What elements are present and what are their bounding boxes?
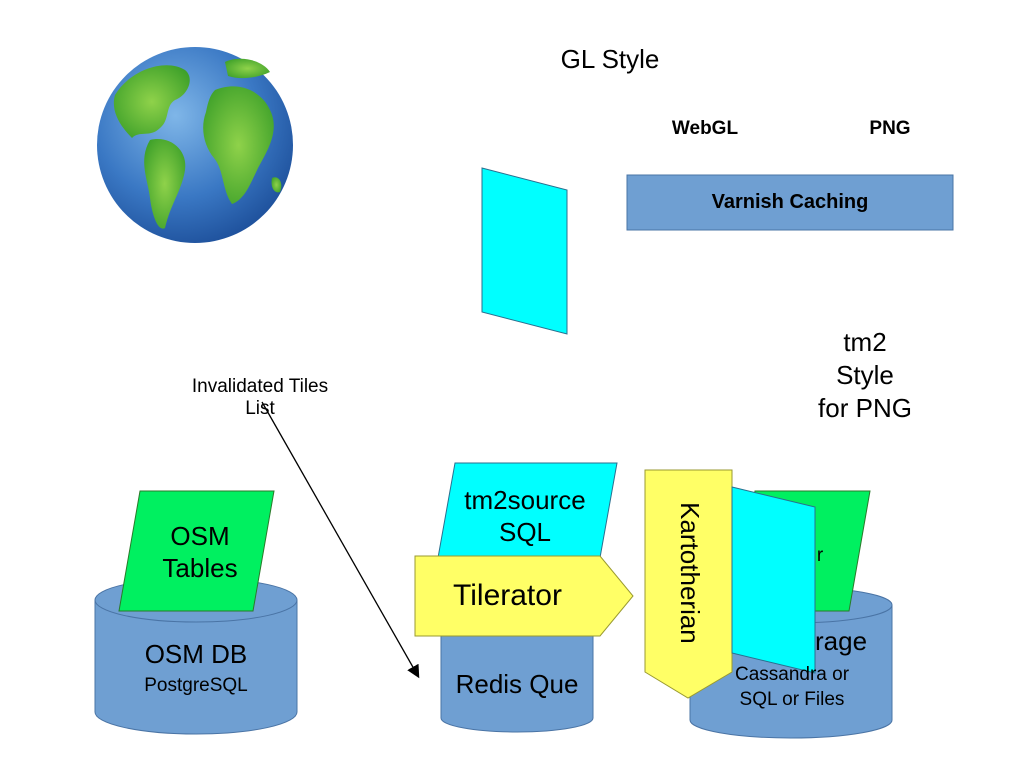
kartotherian-arrow (644, 469, 733, 699)
osm-tables-line: OSM (170, 521, 230, 551)
kartotherian-label: Kartotherian (674, 502, 705, 644)
storage-label: rage (815, 626, 868, 656)
invalidated-tiles-line: List (245, 398, 275, 419)
varnish-caching-bar (626, 174, 954, 231)
tm2source-line: SQL (498, 517, 552, 547)
storage-sub-line: Cassandra or (734, 664, 850, 685)
osm-tables-line: Tables (162, 553, 238, 583)
tm2source-label: tm2source SQL (445, 484, 605, 548)
tm2-style-line: tm2 (843, 327, 887, 357)
osm-tables-label: OSM Tables (130, 520, 270, 584)
tilerator-label: Tilerator (453, 579, 562, 612)
hidden-fragment-label: r (816, 545, 824, 566)
webgl-label: WebGL (671, 118, 739, 139)
redis-cylinder (440, 619, 594, 733)
invalidation-arrow (261, 401, 420, 679)
invalidated-tiles-line: Invalidated Tiles (191, 376, 329, 397)
tm2-style-panel (731, 486, 816, 674)
gl-style-title: GL Style (560, 44, 660, 74)
storage-sub-line: SQL or Files (739, 689, 845, 710)
storage-sub-label: Cassandra or SQL or Files (712, 662, 872, 712)
tm2-style-line: Style (836, 360, 894, 390)
varnish-caching-label: Varnish Caching (711, 191, 869, 213)
gl-style-panel (481, 167, 568, 335)
globe-icon (97, 47, 293, 243)
tm2source-line: tm2source (464, 485, 586, 515)
tilerator-arrow (414, 555, 634, 637)
osm-tables-shape (118, 490, 275, 612)
postgresql-label: PostgreSQL (144, 675, 248, 696)
png-label: PNG (869, 118, 911, 139)
invalidated-tiles-label: Invalidated Tiles List (160, 376, 360, 420)
redis-queue-label: Redis Que (455, 669, 579, 699)
tm2-style-line: for PNG (818, 393, 912, 423)
osm-db-label: OSM DB (144, 639, 248, 669)
tm2-style-label: tm2 Style for PNG (790, 326, 940, 425)
